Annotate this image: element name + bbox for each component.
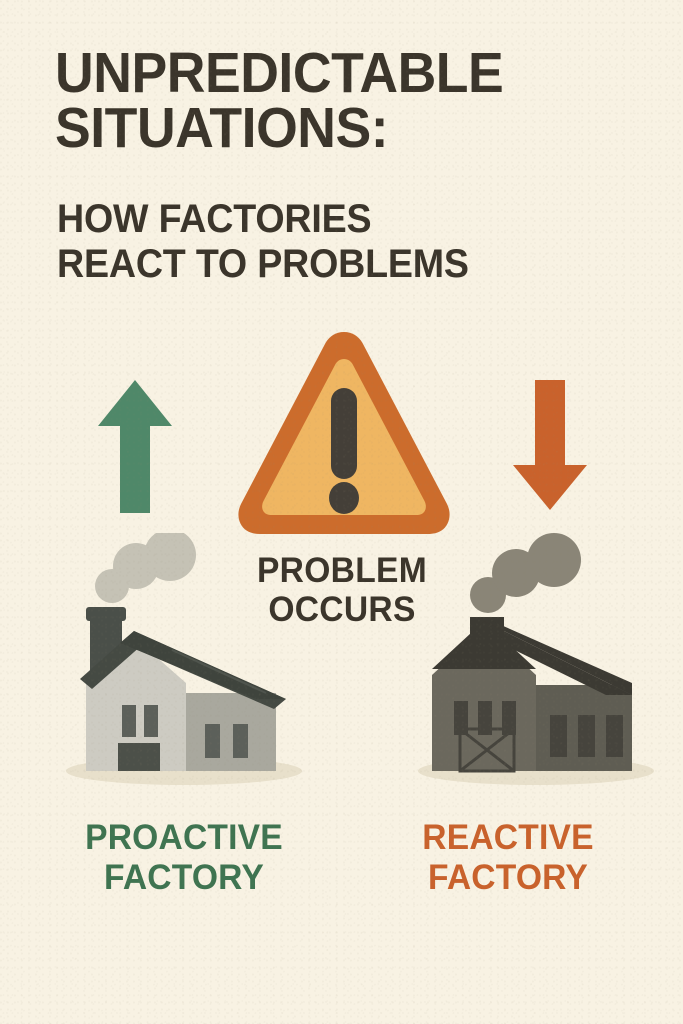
subtitle-line-2: REACT TO PROBLEMS — [57, 241, 469, 286]
warning-triangle-icon — [228, 322, 460, 544]
title-line-2: SITUATIONS: — [55, 95, 389, 160]
page-subtitle: HOW FACTORIES REACT TO PROBLEMS — [57, 197, 657, 287]
reactive-label-line-2: FACTORY — [427, 857, 589, 897]
arrow-down-icon — [513, 380, 587, 510]
reactive-label-line-1: REACTIVE — [422, 818, 594, 857]
reactive-factory-label: REACTIVE FACTORY — [354, 818, 661, 898]
proactive-label-line-1: PROACTIVE — [85, 818, 283, 857]
problem-label-line-2: OCCURS — [268, 590, 416, 630]
page-title: UNPREDICTABLE SITUATIONS: — [55, 41, 655, 160]
subtitle-line-1: HOW FACTORIES — [57, 197, 372, 241]
proactive-label-line-2: FACTORY — [103, 857, 265, 897]
problem-label-line-1: PROBLEM — [256, 551, 428, 590]
arrow-up-icon — [98, 380, 172, 513]
problem-occurs-label: PROBLEM OCCURS — [196, 551, 488, 629]
title-line-1: UNPREDICTABLE — [55, 41, 504, 105]
factory-light-icon — [60, 533, 310, 803]
factory-dark-icon — [408, 533, 658, 803]
proactive-factory-label: PROACTIVE FACTORY — [30, 818, 337, 898]
